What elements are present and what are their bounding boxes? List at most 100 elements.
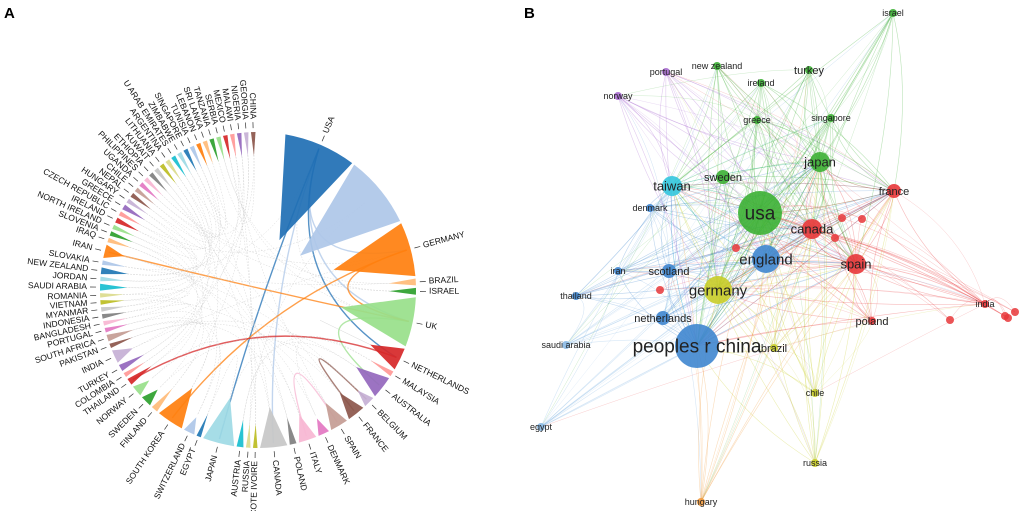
- chord-tick: [95, 330, 102, 334]
- chord-arc-bangladesh: [103, 318, 128, 326]
- network-edge: [829, 117, 857, 265]
- chord-arc-south-korea: [158, 388, 193, 429]
- network-edge: [617, 95, 758, 121]
- chord-arc-uganda: [139, 182, 159, 201]
- network-edge: [617, 95, 670, 272]
- network-label-usa: usa: [745, 204, 776, 225]
- chord-tick: [194, 134, 198, 141]
- network-label-ireland: ireland: [747, 78, 774, 88]
- chord-arc-ireland: [115, 217, 139, 232]
- network-edge: [700, 228, 813, 503]
- network-label-portugal: portugal: [650, 67, 683, 77]
- chord-tick: [105, 357, 112, 362]
- panel-a-letter: A: [4, 5, 15, 22]
- network-edge: [861, 218, 986, 305]
- chord-arc-jordan: [100, 276, 125, 282]
- network-edge: [696, 190, 895, 347]
- chord-tick: [208, 129, 211, 136]
- network-edge: [811, 228, 823, 394]
- chord-label-china: CHINA: [248, 92, 259, 119]
- chord-faint-link: [319, 320, 383, 351]
- network-node-england: [752, 245, 780, 273]
- network-edge: [716, 65, 813, 230]
- network-edge: [759, 212, 816, 464]
- network-edge: [540, 185, 673, 428]
- chord-faint-link: [132, 152, 249, 349]
- chord-faint-link: [128, 323, 345, 399]
- network-edge: [668, 119, 758, 272]
- network-label-chile: chile: [806, 388, 825, 398]
- chord-faint-link: [122, 163, 313, 271]
- chord-faint-link: [128, 320, 367, 376]
- network-edge: [671, 185, 767, 260]
- chord-faint-link: [120, 240, 192, 302]
- chord-faint-link: [223, 356, 302, 424]
- network-edge: [808, 69, 820, 230]
- network-edge: [617, 270, 873, 322]
- chord-arc-serbia: [216, 136, 225, 161]
- network-edge: [717, 289, 873, 322]
- network-edge: [649, 207, 671, 319]
- chord-faint-link: [164, 188, 345, 399]
- network-edge: [716, 65, 895, 192]
- network-edge: [760, 82, 813, 230]
- chord-faint-link: [120, 180, 206, 288]
- network-edge: [811, 228, 951, 321]
- chord-arc-australia: [356, 366, 390, 397]
- chord-tick: [325, 437, 329, 443]
- network-edge: [717, 289, 816, 394]
- network-edge: [671, 82, 762, 187]
- network-edge: [716, 65, 813, 230]
- network-edge: [756, 119, 813, 230]
- network-edge: [662, 263, 857, 319]
- chord-tick: [110, 208, 117, 212]
- network-edge: [565, 161, 821, 346]
- network-edge: [575, 161, 821, 297]
- chord-tick: [91, 269, 98, 271]
- chord-label-cote-ivoire: COTE IVOIRE: [248, 461, 259, 511]
- chord-label-russia: RUSSIA: [240, 460, 252, 493]
- chord-faint-link: [120, 299, 330, 409]
- network-edge: [665, 71, 719, 291]
- network-edge: [773, 228, 813, 349]
- network-edge: [814, 190, 895, 464]
- network-edge: [662, 228, 813, 319]
- chord-tick: [273, 451, 276, 458]
- network-edge: [575, 212, 761, 297]
- chord-faint-link: [144, 211, 204, 379]
- chord-label-brazil: BRAZIL: [428, 274, 458, 286]
- network-edge: [814, 161, 827, 464]
- chord-arc-pakistan: [109, 337, 133, 349]
- chord-faint-link: [126, 321, 289, 425]
- network-edge: [671, 182, 895, 192]
- network-edge: [759, 12, 894, 214]
- chord-faint-link: [164, 188, 289, 425]
- network-edge: [830, 12, 894, 119]
- network-label-new-zealand: new zealand: [692, 61, 743, 71]
- chord-arc-chile: [134, 187, 155, 205]
- network-edge: [665, 71, 767, 260]
- chord-faint-link: [167, 152, 245, 395]
- network-edge: [698, 289, 719, 503]
- chord-tick: [128, 182, 134, 188]
- network-edge: [617, 259, 857, 272]
- network-edge: [717, 289, 816, 394]
- chord-tick: [98, 236, 105, 240]
- network-edge: [819, 12, 894, 163]
- chord-tick: [238, 450, 240, 457]
- network-edge: [575, 289, 719, 300]
- chord-arc-belgium: [357, 390, 374, 407]
- chord-arc-singapore: [183, 148, 197, 171]
- chord-arc-tunisia: [189, 145, 202, 169]
- chord-tick: [184, 435, 188, 442]
- network-edge: [540, 289, 719, 428]
- network-node-iran: [614, 267, 622, 275]
- network-edge: [617, 161, 821, 272]
- chord-faint-link: [120, 287, 190, 308]
- chord-label-spain: SPAIN: [342, 434, 363, 460]
- network-node-unlabeled: [1011, 308, 1019, 316]
- network-edge: [717, 190, 895, 291]
- network-node-france: [887, 184, 901, 198]
- network-label-scotland: scotland: [649, 266, 690, 278]
